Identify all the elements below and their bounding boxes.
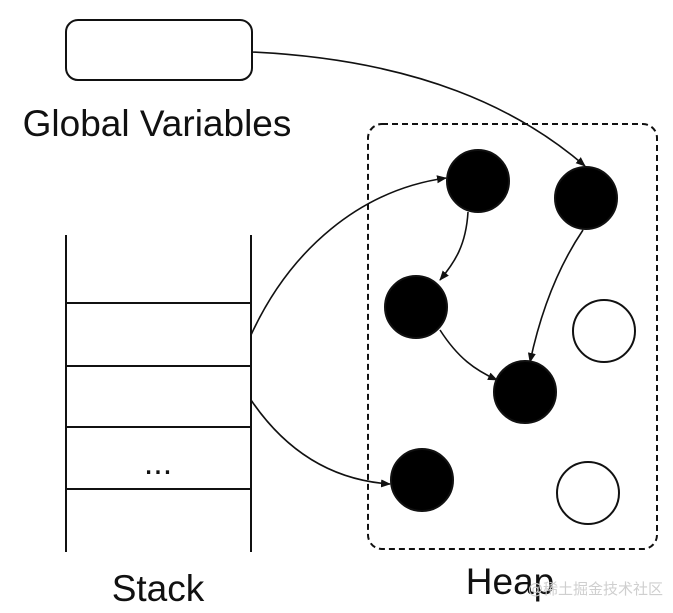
references — [250, 51, 586, 488]
heap-node-4-reachable — [493, 360, 557, 424]
heap-node-1-reachable — [446, 149, 510, 213]
arrow-stack-to-node-1 — [250, 175, 447, 336]
heap-node-7-unreachable — [556, 461, 620, 525]
arrow-stack-to-node-5 — [250, 399, 391, 488]
global-variables-label: Global Variables — [23, 103, 292, 144]
global-variables-box — [65, 19, 253, 81]
stack — [65, 235, 252, 552]
arrow-node-1-to-node-3 — [439, 211, 469, 281]
heap-node-3-reachable — [384, 275, 448, 339]
heap-label: Heap — [466, 561, 554, 602]
stack-label: Stack — [112, 568, 205, 609]
heap-node-2-reachable — [554, 166, 618, 230]
heap-nodes — [384, 149, 636, 525]
heap-node-6-unreachable — [572, 299, 636, 363]
arrow-node-2-to-node-4 — [527, 229, 584, 363]
watermark-text: @稀土掘金技术社区 — [528, 580, 663, 598]
stack-ellipsis: ... — [144, 444, 172, 482]
arrow-node-3-to-node-4 — [439, 329, 498, 381]
heap-node-5-reachable — [390, 448, 454, 512]
heap-region — [367, 123, 658, 550]
arrow-global-to-node-2 — [251, 51, 586, 167]
